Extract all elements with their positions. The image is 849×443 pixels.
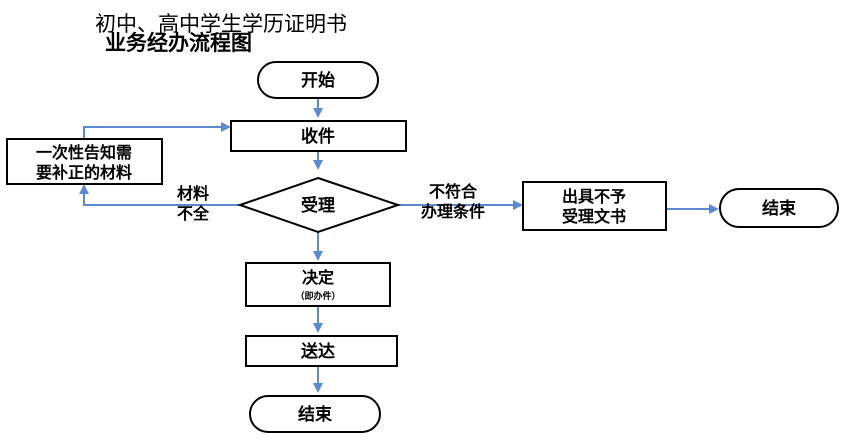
end-label-bottom: 结束 — [298, 404, 332, 425]
connectors — [79, 98, 719, 393]
end-node-bottom — [249, 395, 381, 433]
edge-label-incomplete-line2: 不全 — [177, 204, 210, 223]
decide-sublabel: （即办件） — [295, 290, 340, 302]
start-label: 开始 — [301, 70, 335, 91]
edge-label-incomplete-line1: 材料 — [177, 184, 209, 203]
receive-label: 收件 — [301, 126, 335, 147]
notify-label-line2: 要补正的材料 — [36, 163, 132, 182]
notify-label-line1: 一次性告知需 — [36, 143, 132, 162]
decide-node — [245, 262, 391, 307]
diagram-title-line2: 业务经办流程图 — [105, 31, 252, 55]
accept-label: 受理 — [301, 195, 335, 216]
start-node — [257, 61, 379, 99]
arrow-accept-to-notify — [79, 184, 240, 206]
reject-label-line1: 出具不予 — [562, 187, 626, 206]
deliver-label: 送达 — [301, 341, 335, 362]
reject-label-line2: 受理文书 — [562, 207, 626, 226]
edge-label-noncompliant-line2: 办理条件 — [421, 202, 485, 221]
diagram-title-line1: 初中、高中学生学历证明书 — [95, 12, 347, 36]
receive-node — [230, 120, 407, 152]
decide-label: 决定 — [302, 268, 334, 287]
edge-label-noncompliant-line1: 不符合 — [429, 182, 478, 201]
arrow-notify-to-receive — [83, 122, 231, 139]
accept-decision — [236, 176, 402, 234]
end-label-right: 结束 — [762, 198, 796, 219]
deliver-node — [245, 335, 398, 367]
reject-node — [522, 181, 667, 231]
end-node-right — [719, 188, 839, 228]
notify-node — [6, 138, 163, 185]
